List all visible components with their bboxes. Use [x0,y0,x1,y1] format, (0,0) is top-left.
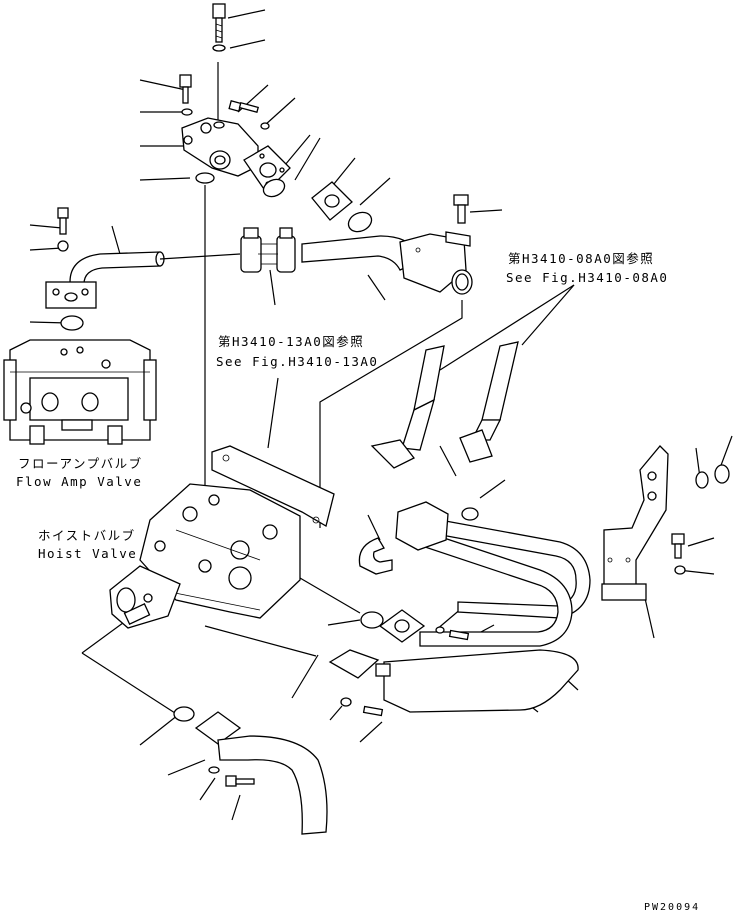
top-fitting-assembly [179,3,373,233]
flow-amp-valve-en: Flow Amp Valve [16,474,142,489]
elbow-fitting-icon [181,117,259,177]
pipe-bolt-icon [340,626,470,717]
flange-o-ring-icon [60,315,84,331]
left-bolt-icon [179,74,192,104]
split-flange-icon [311,181,353,221]
hoist-valve-jp: ホイストバルブ [38,528,136,543]
pipe-fitting-icon [399,231,473,295]
drawing-code: PW20094 [644,902,700,913]
top-washer-icon [212,44,226,52]
hose-clamp-icon [240,227,296,273]
small-bolt-icon [228,100,260,114]
reference-13a0-en: See Fig.H3410-13A0 [216,354,378,369]
hoist-valve-drawing [109,445,335,629]
left-washer-icon [181,108,193,116]
fitting-bolt-icon [453,194,469,224]
half-clamp-icon [328,649,391,679]
lower-pipe-drawing [173,706,328,835]
left-hose-elbow [69,251,161,285]
hose-bolt-icon [57,207,69,235]
gasket-ring-icon [347,211,373,233]
top-bolt-icon [212,3,226,43]
pipe-assembly-drawing [328,501,591,717]
reference-13a0-jp: 第H3410-13A0図参照 [218,334,364,349]
flow-amp-valve-drawing [3,339,157,445]
lower-o-ring-icon [173,706,195,722]
flow-amp-valve-jp: フローアンプバルブ [18,456,143,471]
hose-flange-icon [45,281,97,309]
hose-washer-icon [57,240,69,252]
hoist-valve-en: Hoist Valve [38,546,137,561]
o-ring-icon [262,178,286,198]
flange-plate-icon [243,145,291,194]
reference-08a0-jp: 第H3410-08A0図参照 [508,251,654,266]
lower-bolt-icon [225,775,255,787]
reference-08a0-en: See Fig.H3410-08A0 [506,270,668,285]
small-washer-icon [260,122,270,130]
reference-hoses-drawing [370,341,519,469]
mounting-bracket-drawing [601,445,730,601]
pipe-flange-icon [378,609,426,643]
hose-assembly [45,194,473,331]
pipe-o-ring-icon [360,611,384,629]
seal-ring-icon [195,172,215,184]
